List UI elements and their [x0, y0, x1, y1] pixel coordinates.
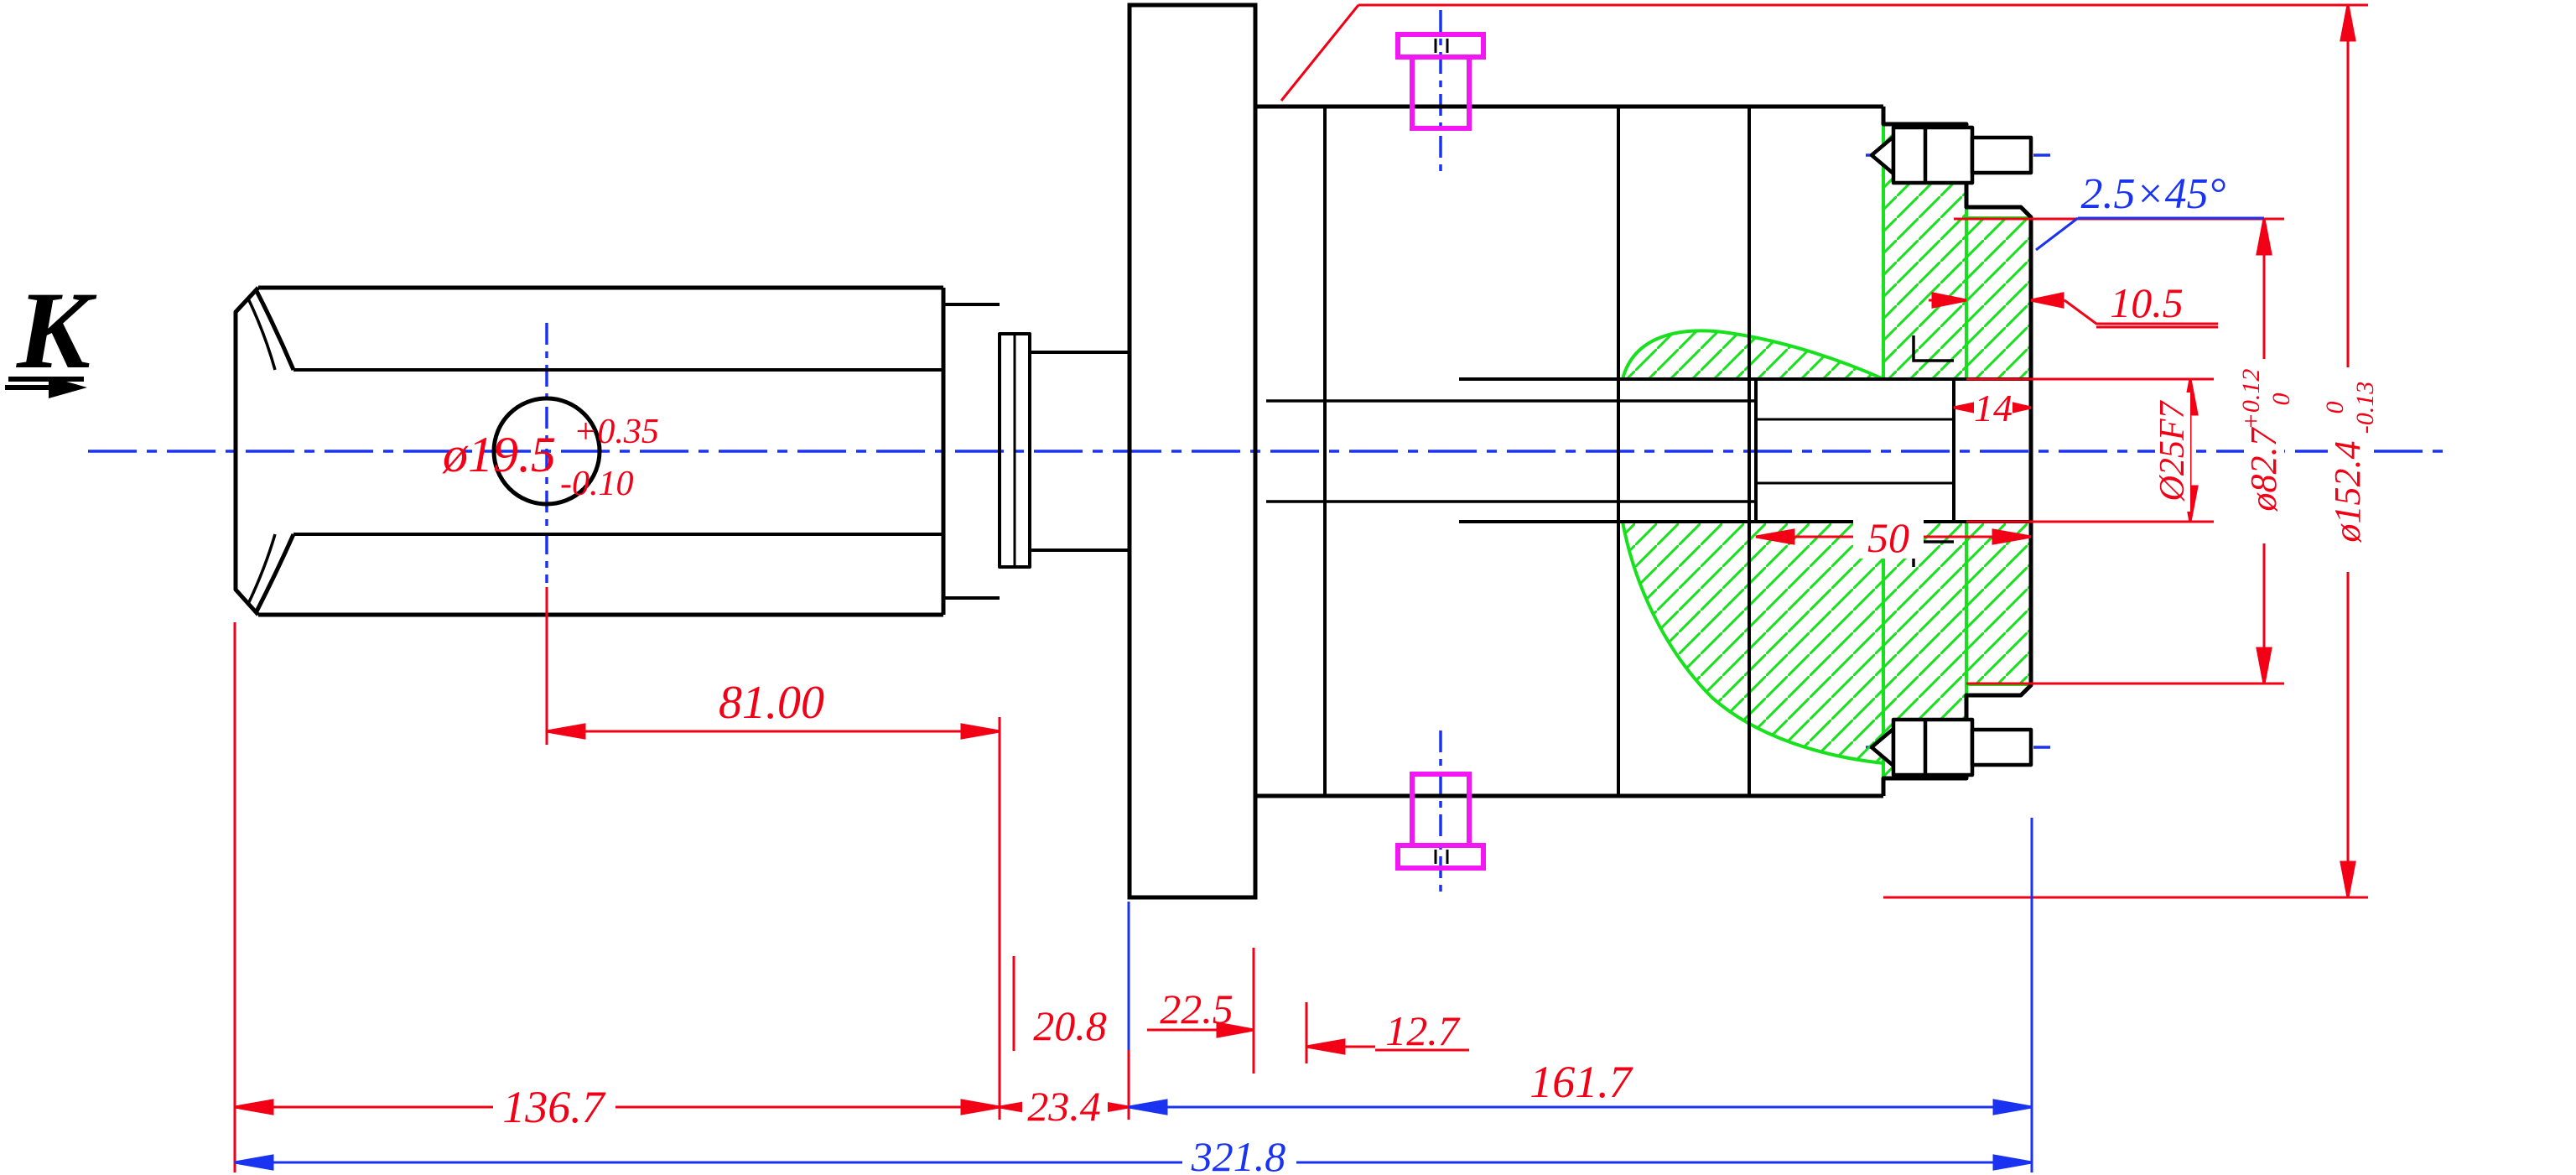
dim-10-5: 10.5	[2110, 279, 2184, 326]
dim-hole-tol-up: +0.35	[574, 413, 659, 451]
dim-pilot-tol-lo: 0	[2267, 393, 2295, 406]
seal-gland-plate	[1127, 3, 1258, 900]
red-dimension-lines	[233, 3, 2368, 1172]
distributor-hatch-top	[1620, 329, 1884, 381]
dim-hole-tol-lo: -0.10	[560, 465, 634, 503]
output-shaft-outline	[233, 285, 1130, 617]
dim-50: 50	[1867, 514, 1909, 561]
dim-chamfer: 2.5×45°	[2081, 170, 2226, 218]
text-backgrounds	[493, 359, 2368, 1174]
dim-flange-dia: ø152.4	[2327, 441, 2368, 543]
dim-20-8: 20.8	[1033, 1002, 1107, 1049]
distributor-hatch-bottom	[1620, 520, 1885, 766]
dim-flange-tol-up: 0	[2321, 402, 2349, 414]
dim-321-8: 321.8	[1191, 1133, 1286, 1175]
dim-161-7: 161.7	[1530, 1057, 1633, 1107]
dim-bore-25f7: Ø25F7	[2153, 400, 2192, 502]
dim-flange-tol-lo: -0.13	[2351, 382, 2379, 434]
dim-81: 81.00	[719, 677, 824, 729]
dim-23-4: 23.4	[1027, 1083, 1101, 1130]
flange-bolt-top	[1869, 125, 2033, 185]
blue-dimension-lines	[234, 216, 2264, 1172]
dim-12-7: 12.7	[1385, 1007, 1461, 1054]
shaft-cross-hole	[491, 396, 602, 507]
dim-136-7: 136.7	[502, 1082, 606, 1132]
dim-14: 14	[1974, 387, 2012, 429]
dim-pilot-tol-up: +0.12	[2237, 369, 2265, 430]
dim-hole-dia: ø19.5	[442, 427, 556, 482]
view-label-k: K	[16, 268, 97, 392]
dim-22-5: 22.5	[1160, 985, 1233, 1032]
leader-underlines	[8, 325, 2218, 382]
port-bottom	[1395, 772, 1486, 871]
port-top-ticks	[1434, 39, 1449, 53]
port-top	[1395, 32, 1486, 131]
flange-bolt-bottom	[1869, 717, 2033, 777]
internal-bore-lines	[1266, 335, 2031, 567]
dim-pilot-dia: ø82.7	[2243, 427, 2284, 512]
motor-body-outline	[1255, 104, 2033, 798]
port-bottom-ticks	[1434, 850, 1449, 864]
